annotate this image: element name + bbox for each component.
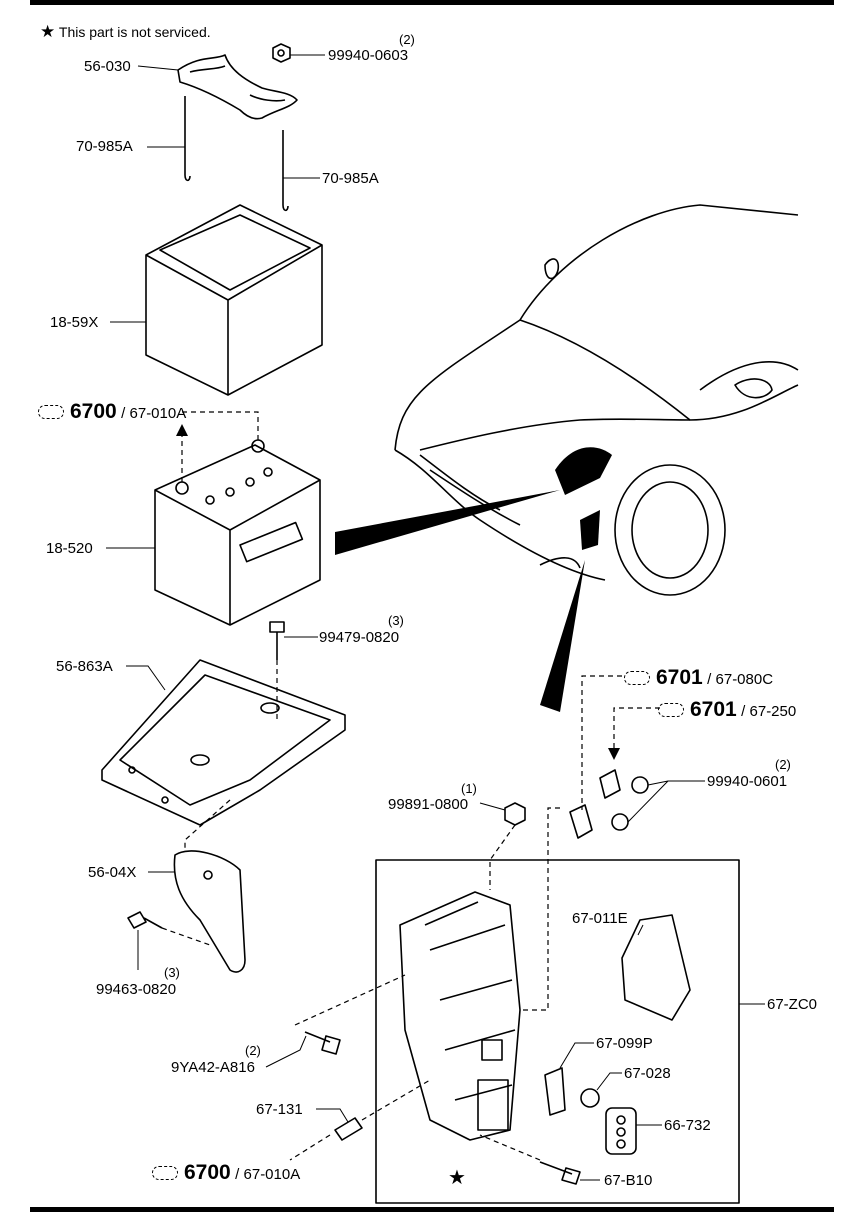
ref-6701-relay1-sub: / 67-080C [707,671,774,688]
nut-99940-0601-a [631,776,649,794]
arrow-up [176,424,188,436]
star-icon: ★ [40,22,56,41]
battery-clamp-bracket [177,54,298,120]
bolt-9YA42-A816 [304,1031,341,1055]
ref-6700-bottom-num: 6700 [184,1161,231,1184]
ref-6701-relay1: 6701 / 67-080C [624,667,773,688]
leader-fuse [289,1079,431,1161]
ref-6700-top-sub: / 67-010A [121,405,187,422]
vehicle-front-view [394,204,799,596]
qty-9YA42-A816: (2) [245,1043,261,1058]
battery [154,439,321,626]
leader-side-bolt [294,974,406,1026]
ref-6700-top-num: 6700 [70,400,117,423]
label-67-B10: 67-B10 [604,1172,653,1189]
label-56-04X: 56-04X [88,864,137,881]
leader-67-131 [316,1108,349,1123]
label-99940-0601: 99940-0601 [707,773,788,790]
arrow-down [608,748,620,760]
ref-6700-bottom: 6700 / 67-010A [152,1162,300,1183]
leader-99940-0601 [627,780,705,823]
leader-support-bolt [161,927,211,946]
leader-tray-bracket [184,799,231,850]
leader-box-bolt [479,1134,541,1161]
ref-6701-relay2-sub: / 67-250 [741,703,797,720]
leader-56-863A [126,665,166,691]
label-18-520: 18-520 [46,540,93,557]
qty-99891-0800: (1) [461,781,477,796]
not-serviced-note: ★ This part is not serviced. [40,22,211,42]
label-9YA42-A816: 9YA42-A816 [171,1059,255,1076]
fuse-box-cover [621,914,691,1021]
ref-6701-relay2-num: 6701 [690,698,737,721]
leader-relay1 [581,675,622,810]
top-border [30,0,834,5]
bolt-99479-0820 [269,621,285,660]
leader-battery-top [181,411,259,482]
label-99479-0820: 99479-0820 [319,629,400,646]
battery-cover-box [145,204,323,396]
leader-56-030 [137,65,179,71]
leader-fusebox-nut [489,824,516,890]
bolt-67-B10 [539,1161,581,1185]
label-18-59X: 18-59X [50,314,99,331]
tray-support-bracket [173,850,246,973]
leader-67-099P [559,1042,594,1069]
label-99940-0603: 99940-0603 [328,47,409,64]
not-serviced-star-mark: ★ [448,1167,466,1189]
grommet-66-732 [605,1107,637,1155]
qty-99940-0603: (2) [399,32,415,47]
label-99891-0800: 99891-0800 [388,796,469,813]
leader-relay2 [613,707,660,750]
fuse-67-131 [334,1117,363,1141]
leader-67-011E [637,924,644,936]
leader-fusebox-relay [520,807,560,1011]
label-99463-0820: 99463-0820 [96,981,177,998]
nut-99940-0601-b [611,813,629,831]
note-text: This part is not serviced. [58,24,211,40]
bolt-99463-0820 [127,911,163,929]
label-67-131: 67-131 [256,1101,303,1118]
relay-bracket-lower [569,804,593,839]
label-70-985A-right: 70-985A [322,170,379,187]
label-67-011E: 67-011E [572,910,628,927]
qty-99479-0820: (3) [388,613,404,628]
label-56-863A: 56-863A [56,658,113,675]
relay-bracket-upper [599,769,621,799]
label-67-028: 67-028 [624,1065,671,1082]
j-bolt-right [282,130,289,212]
fuse-box-assembly-frame [375,859,740,1204]
ref-6701-relay1-num: 6701 [656,666,703,689]
bottom-border [30,1207,834,1212]
section-ref-icon [38,405,64,419]
label-67-ZC0: 67-ZC0 [767,996,818,1013]
label-70-985A-left: 70-985A [76,138,133,155]
pointer-wedge-left [335,490,560,555]
nut-99891-0800 [504,802,526,826]
nut-99940-0603 [272,43,291,63]
battery-tray [101,659,346,826]
nut-67-028 [580,1088,600,1108]
leader-9YA42-A816 [265,1035,307,1068]
pointer-wedge-down [540,560,585,712]
leader-67-028 [596,1072,622,1091]
fuse-box-body [399,891,521,1141]
label-67-099P: 67-099P [596,1035,653,1052]
label-66-732: 66-732 [664,1117,711,1134]
section-ref-icon [152,1166,178,1180]
label-56-030: 56-030 [84,58,131,75]
ref-6700-bottom-sub: / 67-010A [235,1166,301,1183]
section-ref-icon [658,703,684,717]
j-bolt-left [184,96,191,182]
leader-99891-0800 [479,802,506,811]
bracket-67-099P [544,1067,566,1116]
qty-99463-0820: (3) [164,965,180,980]
qty-99940-0601: (2) [775,757,791,772]
ref-6701-relay2: 6701 / 67-250 [658,699,796,720]
section-ref-icon [624,671,650,685]
ref-6700-top: 6700 / 67-010A [38,401,186,422]
